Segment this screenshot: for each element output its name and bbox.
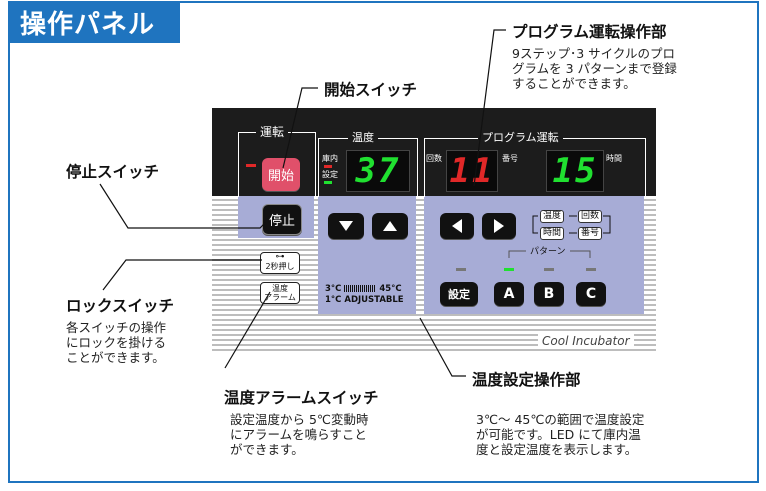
program-desc-line: グラムを 3 パターンまで登録 — [512, 61, 677, 76]
pattern-label: パターン — [526, 245, 570, 259]
temp-desc-line: が可能です。LED にて庫内温 — [476, 427, 641, 442]
alarm-callout-label: 温度アラームスイッチ — [224, 389, 379, 407]
temp-callout-desc: 3℃～ 45℃の範囲で温度設定 が可能です。LED にて庫内温 度と設定温度を表… — [476, 412, 644, 457]
lock-callout-desc: 各スイッチの操作 にロックを掛ける ことができます。 — [66, 320, 166, 365]
program-callout-desc: 9ステップ･3 サイクルのプロ グラムを 3 パターンまで登録 することができま… — [512, 46, 677, 91]
temp-range-max: 45°C — [379, 284, 402, 294]
arrow-left-icon — [452, 219, 462, 233]
alarm-desc-line: にアラームを鳴らすこと — [230, 427, 367, 442]
program-desc-line: 9ステップ･3 サイクルのプロ — [512, 46, 676, 61]
key-icon: ⊶ — [275, 252, 285, 262]
lock-button-label: 2秒押し — [265, 262, 295, 271]
temp-desc-line: 3℃～ 45℃の範囲で温度設定 — [476, 412, 645, 427]
temp-up-button[interactable] — [372, 213, 408, 239]
program-desc-line: することができます。 — [512, 76, 636, 91]
arrow-down-icon — [339, 221, 353, 231]
alarm-button[interactable]: 温度 アラーム — [260, 282, 300, 304]
start-callout-label: 開始スイッチ — [324, 81, 418, 99]
pattern-led-c — [586, 268, 596, 271]
page-title: 操作パネル — [8, 1, 180, 43]
alarm-desc-line: 設定温度から 5℃変動時 — [230, 412, 369, 427]
pattern-led-a — [504, 268, 514, 271]
arrow-right-icon — [494, 219, 504, 233]
temp-setting-label: 設定 — [322, 170, 338, 179]
pattern-b-button[interactable]: B — [534, 282, 564, 306]
stop-callout-label: 停止スイッチ — [66, 163, 160, 181]
program-number-label: 番号 — [502, 154, 518, 163]
lock-button[interactable]: ⊶ 2秒押し — [260, 252, 300, 274]
run-led — [246, 164, 256, 167]
control-panel: 運転 開始 停止 ⊶ 2秒押し 温度 アラーム 温度 庫内 設定 37 3°C … — [212, 108, 656, 352]
temp-range-line2: 1°C ADJUSTABLE — [325, 295, 404, 305]
lock-desc-line: ことができます。 — [66, 350, 165, 365]
program-time-label: 時間 — [606, 154, 622, 163]
program-display-left: 11 — [446, 150, 498, 192]
temp-display: 37 — [346, 150, 410, 192]
temp-setting-led — [324, 181, 332, 184]
program-section-title: プログラム運転 — [478, 131, 563, 145]
pattern-led-b — [544, 268, 554, 271]
start-button[interactable]: 開始 — [262, 158, 300, 191]
pattern-led-setting — [456, 268, 466, 271]
pattern-a-button[interactable]: A — [494, 282, 524, 306]
program-display-right: 15 — [546, 150, 604, 192]
tag-number: 番号 — [578, 227, 603, 240]
temp-callout-label: 温度設定操作部 — [472, 371, 581, 389]
program-cycles-label: 回数 — [426, 154, 442, 163]
arrow-up-icon — [383, 221, 397, 231]
temp-inside-led — [324, 165, 332, 168]
tag-temp: 温度 — [540, 210, 565, 223]
program-right-button[interactable] — [482, 213, 516, 239]
temp-range-line1: 3°C 45°C — [325, 284, 402, 295]
diagram-frame — [8, 1, 759, 483]
temp-inside-label: 庫内 — [322, 154, 338, 163]
pattern-c-button[interactable]: C — [576, 282, 606, 306]
temp-range-bar — [344, 285, 377, 292]
run-section-title: 運転 — [256, 125, 289, 139]
temp-down-button[interactable] — [328, 213, 364, 239]
stop-button[interactable]: 停止 — [262, 204, 302, 235]
tag-time: 時間 — [540, 227, 565, 240]
program-left-button[interactable] — [440, 213, 474, 239]
lock-desc-line: にロックを掛ける — [66, 335, 167, 350]
tag-cycles: 回数 — [578, 210, 603, 223]
alarm-desc-line: ができます。 — [230, 442, 304, 457]
alarm-button-line2: アラーム — [264, 293, 296, 302]
temp-desc-line: 度と設定温度を表示します。 — [476, 442, 638, 457]
setting-button[interactable]: 設定 — [440, 282, 478, 306]
brand-label: Cool Incubator — [538, 334, 634, 348]
lock-callout-label: ロックスイッチ — [66, 297, 175, 315]
lock-desc-line: 各スイッチの操作 — [66, 320, 167, 335]
alarm-callout-desc: 設定温度から 5℃変動時 にアラームを鳴らすこと ができます。 — [230, 412, 368, 457]
alarm-button-line1: 温度 — [272, 284, 288, 293]
program-callout-label: プログラム運転操作部 — [512, 23, 667, 41]
temp-range-min: 3°C — [325, 284, 342, 294]
temp-section-title: 温度 — [348, 131, 378, 145]
